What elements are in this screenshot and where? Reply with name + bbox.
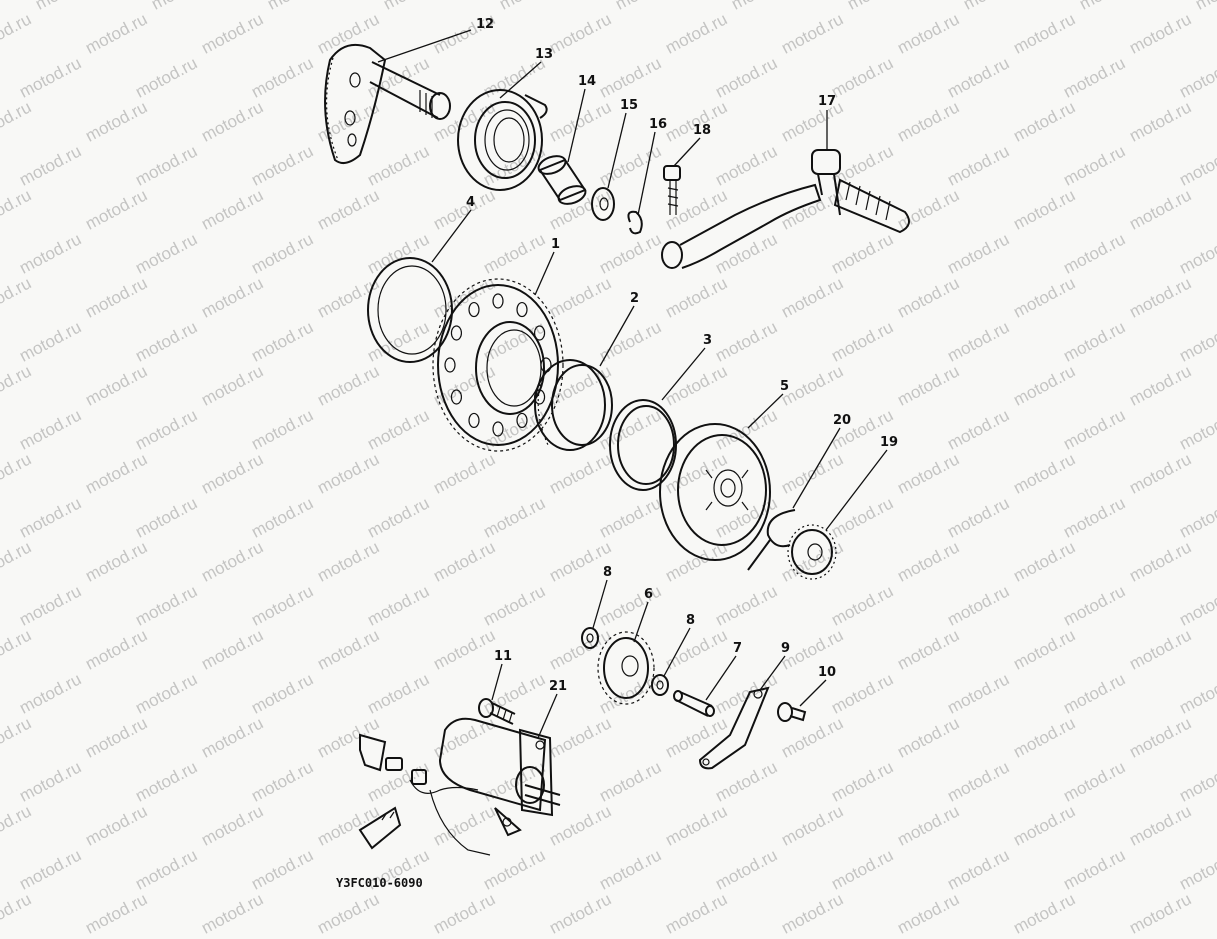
callout-2: 2: [630, 291, 639, 306]
callout-6: 6: [644, 587, 653, 602]
washer-15: [591, 187, 615, 221]
callout-4: 4: [466, 195, 475, 210]
gear-hole: [468, 412, 480, 429]
callout-16: 16: [649, 117, 667, 132]
callout-14: 14: [578, 74, 596, 89]
callout-9: 9: [781, 641, 790, 656]
callout-7: 7: [733, 641, 742, 656]
callout-20: 20: [833, 413, 851, 428]
circlip-16: [627, 210, 643, 235]
leader-lines: [377, 29, 888, 739]
exploded-parts-diagram: 12 13 14 15 16 18 17 4 1 2 3 5 20 19 8 6…: [324, 17, 910, 856]
callout-11: 11: [494, 649, 512, 664]
kick-lever: [661, 149, 910, 269]
one-way-clutch: [659, 423, 771, 561]
bolt-11: [478, 698, 516, 725]
callout-15: 15: [620, 98, 638, 113]
callout-8b: 8: [686, 613, 695, 628]
callout-8a: 8: [603, 565, 612, 580]
gear-hole: [533, 325, 546, 341]
callout-13: 13: [535, 47, 553, 62]
callout-12: 12: [476, 17, 494, 32]
ring-3: [609, 399, 677, 491]
collar: [537, 155, 587, 205]
spring-clip: [747, 509, 796, 571]
screw-10: [777, 702, 807, 722]
washer-8b: [651, 674, 669, 696]
starter-motor: [358, 717, 561, 856]
callout-19: 19: [880, 435, 898, 450]
diagram-code: Y3FC010-6090: [336, 876, 423, 890]
callout-10: 10: [818, 665, 836, 680]
callout-1: 1: [551, 237, 560, 252]
shaft-7: [673, 690, 715, 717]
bolt-18: [663, 165, 681, 215]
callout-3: 3: [703, 333, 712, 348]
gear-hole: [492, 293, 504, 309]
retaining-plate: [698, 686, 770, 770]
gear-hole: [468, 301, 480, 318]
gear-hole: [540, 357, 552, 373]
gear-hole: [450, 389, 463, 405]
kick-spring-housing: [457, 89, 548, 191]
gear-hole: [516, 301, 528, 318]
gasket-ring-4: [367, 257, 453, 363]
gear-hole: [516, 412, 528, 429]
gear-hole: [492, 421, 504, 437]
kick-shaft-sector-gear: [324, 44, 451, 165]
callout-18: 18: [693, 123, 711, 138]
callout-21: 21: [549, 679, 567, 694]
callout-5: 5: [780, 379, 789, 394]
needle-bearing: [534, 359, 613, 451]
gear-hole: [450, 325, 463, 341]
washer-8a: [581, 627, 599, 649]
gear-holes: [444, 293, 552, 437]
gear-hole: [444, 357, 456, 373]
callout-17: 17: [818, 94, 836, 109]
idle-gear-6: [597, 631, 655, 705]
idle-gear-19: [787, 524, 837, 580]
